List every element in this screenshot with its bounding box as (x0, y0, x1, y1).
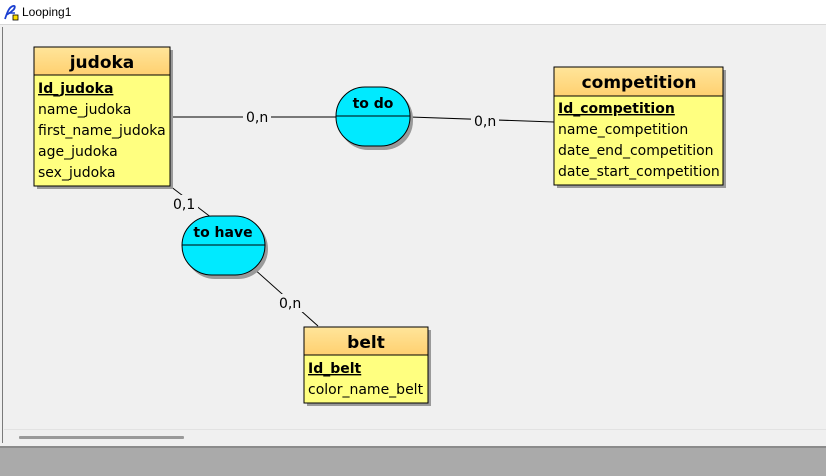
entity-attribute: first_name_judoka (38, 123, 166, 139)
entity-identifier: Id_competition (558, 101, 675, 117)
cardinality-judoka-todo: 0,n (246, 110, 268, 126)
entity-body (33, 74, 171, 187)
association-name: to have (193, 225, 252, 241)
entity-name: belt (347, 333, 385, 353)
looping-app-icon (4, 4, 19, 21)
cardinality-labels: 0,n 0,n 0,1 0,n (170, 108, 499, 312)
entity-attribute: sex_judoka (38, 165, 116, 181)
association-name: to do (353, 96, 394, 112)
cardinality-belt-tohave: 0,n (279, 296, 301, 312)
association-to-have[interactable]: to have (181, 215, 268, 279)
entity-belt[interactable]: belt Id_belt color_name_belt (303, 326, 431, 406)
entity-attribute: name_competition (558, 122, 688, 138)
window-title: Looping1 (22, 5, 72, 19)
canvas-frame (2, 27, 3, 443)
entity-attribute: color_name_belt (308, 382, 424, 398)
entity-header (303, 326, 429, 356)
entity-identifier: Id_judoka (38, 81, 113, 97)
entity-name: competition (582, 73, 697, 93)
entity-judoka[interactable]: judoka Id_judoka name_judoka first_name_… (33, 46, 173, 189)
association-to-do[interactable]: to do (335, 86, 413, 150)
title-bar: Looping1 (0, 0, 826, 25)
horizontal-scrollbar[interactable] (4, 429, 826, 447)
scrollbar-thumb[interactable] (19, 436, 184, 439)
entity-body (553, 95, 724, 186)
entity-attribute: date_end_competition (558, 143, 714, 159)
entity-identifier: Id_belt (308, 361, 362, 377)
entity-name: judoka (69, 53, 135, 73)
entity-attribute: date_start_competition (558, 164, 720, 180)
cardinality-judoka-tohave: 0,1 (173, 197, 195, 213)
entity-header (553, 66, 724, 97)
entity-attribute: age_judoka (38, 144, 118, 160)
entity-body (303, 354, 429, 404)
entity-header (33, 46, 171, 76)
status-bar (0, 446, 826, 476)
entity-competition[interactable]: competition Id_competition name_competit… (553, 66, 726, 188)
cardinality-competition-todo: 0,n (474, 114, 496, 130)
entity-attribute: name_judoka (38, 102, 131, 118)
